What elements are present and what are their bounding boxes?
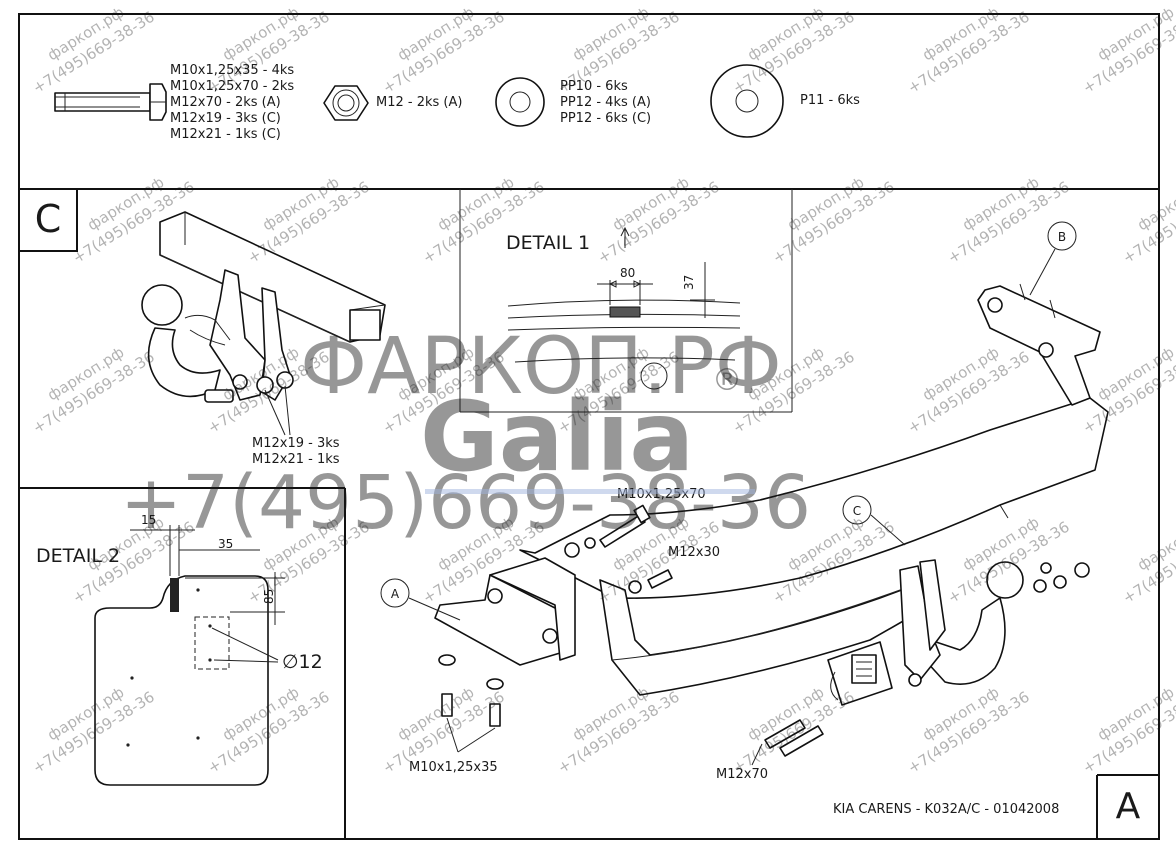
label-m12x70: M12x70 [716, 767, 768, 782]
detail2-dim-15: 15 [141, 513, 156, 527]
up-arrow-icon [620, 226, 630, 248]
header-bolt-icon [54, 83, 167, 121]
callout-b: B [1029, 221, 1077, 296]
header-bolt-specs: M10x1,25x35 - 4ks M10x1,25x70 - 2ks M12x… [170, 63, 294, 142]
detail1-title: DETAIL 1 [506, 232, 590, 254]
header-washer-specs: PP10 - 6ks PP12 - 4ks (A) PP12 - 6ks (C) [560, 79, 651, 126]
callout-c-letter: C [853, 504, 861, 518]
detail1-dim-width: 80 [620, 266, 635, 280]
main-socket-plate [827, 641, 893, 706]
header-nut-icon [323, 85, 369, 121]
washer-spec-3: PP12 - 6ks (C) [560, 111, 651, 126]
main-tow-ball [899, 559, 1024, 687]
view-c-bolt-label-1: M12x19 - 3ks [252, 436, 340, 451]
watermark-overlay: ФАРКОП.РФ Galia ® +7(495)669-38-36 [120, 322, 811, 546]
header-plate-icon [710, 64, 784, 138]
label-m10x35: M10x1,25x35 [409, 760, 498, 775]
detail1-drawing [507, 262, 741, 390]
nut-spec: M12 - 2ks (A) [376, 95, 462, 110]
detail2-hole-dia: ∅12 [282, 651, 323, 673]
callout-a: A [380, 578, 461, 621]
view-c-hitch-drawing [141, 211, 386, 403]
washer-spec-2: PP12 - 4ks (A) [560, 95, 651, 110]
bolt-spec-2: M10x1,25x70 - 2ks [170, 79, 294, 94]
callout-c: C [842, 495, 906, 546]
header-washer-icon [495, 77, 545, 127]
frame-lines [18, 13, 1160, 840]
view-c-bolt-label-2: M12x21 - 1ks [252, 452, 340, 467]
bolt-spec-5: M12x21 - 1ks (C) [170, 127, 281, 142]
callout-a-letter: A [391, 587, 400, 601]
watermark-registered: ® [712, 363, 742, 398]
sheet-letter: A [1116, 786, 1141, 827]
watermark-logo: Galia [420, 381, 694, 493]
detail2-dim-85: 85 [262, 589, 276, 604]
washer-spec-1: PP10 - 6ks [560, 79, 628, 94]
view-c-letter: C [35, 197, 62, 241]
main-right-bracket [977, 283, 1101, 406]
detail2-title: DETAIL 2 [36, 545, 120, 567]
callout-b-letter: B [1058, 230, 1066, 244]
watermark-brand: ФАРКОП.РФ [300, 322, 782, 412]
view-c-bolt-labels: M12x19 - 3ks M12x21 - 1ks [252, 385, 340, 467]
main-bolts [438, 504, 1090, 757]
bolt-spec-4: M12x19 - 3ks (C) [170, 111, 281, 126]
watermark-phone-large: +7(495)669-38-36 [120, 460, 811, 546]
main-leader-lines [446, 717, 763, 766]
label-m12x30: M12x30 [668, 545, 720, 560]
view-c-label-box: C [18, 188, 78, 252]
main-crossbar [519, 397, 1109, 696]
detail2-dim-35: 35 [218, 537, 233, 551]
plate-spec: P11 - 6ks [800, 93, 860, 108]
bolt-spec-3: M12x70 - 2ks (A) [170, 95, 281, 110]
title-block-text: KIA CARENS - K032A/C - 01042008 [833, 802, 1059, 817]
main-left-bracket [434, 557, 576, 666]
detail1-dim-height: 37 [682, 275, 696, 290]
bolt-spec-1: M10x1,25x35 - 4ks [170, 63, 294, 78]
detail2-drawing [94, 525, 285, 786]
